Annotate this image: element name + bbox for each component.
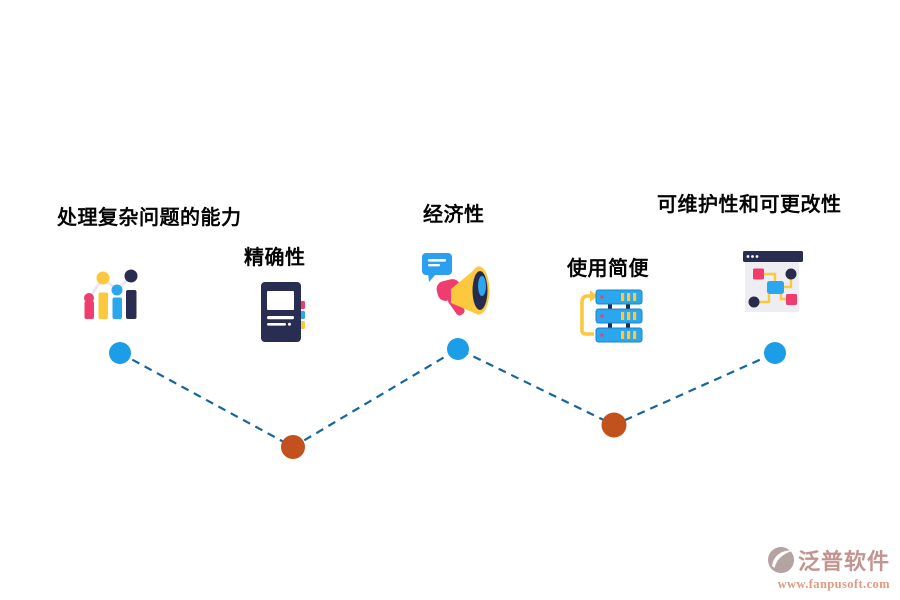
watermark: 泛普软件 www.fanpusoft.com (767, 544, 890, 592)
dashed-path (119, 347, 776, 449)
watermark-url: www.fanpusoft.com (777, 577, 890, 591)
milestone-dot-3 (447, 338, 469, 360)
node-label-accuracy: 精确性 (244, 247, 306, 269)
watermark-brand: 泛普软件 (797, 549, 890, 574)
server-unit-2 (595, 308, 643, 324)
megaphone-body (436, 266, 490, 316)
notebook-icon (261, 282, 305, 342)
node-label-complex-problems: 处理复杂问题的能力 (57, 207, 242, 229)
milestone-dot-2 (281, 435, 305, 459)
milestone-dot-5 (764, 342, 786, 364)
flowchart (748, 268, 797, 308)
node-label-maintainability: 可维护性和可更改性 (657, 194, 842, 216)
milestone-dot-1 (109, 342, 131, 364)
browser-flowchart-icon (743, 251, 803, 312)
server-stack-icon (580, 289, 643, 343)
loop-arrow (580, 294, 594, 336)
fanpu-logo-icon (767, 547, 794, 573)
megaphone-icon (422, 253, 490, 316)
milestone-dot-4 (601, 412, 627, 438)
server-unit-3 (595, 327, 643, 343)
server-unit-1 (595, 289, 643, 305)
node-label-economy: 经济性 (423, 204, 485, 226)
node-label-ease-of-use: 使用简便 (567, 258, 649, 280)
speech-bubble (422, 253, 452, 282)
bar-chart-icon (84, 269, 138, 319)
